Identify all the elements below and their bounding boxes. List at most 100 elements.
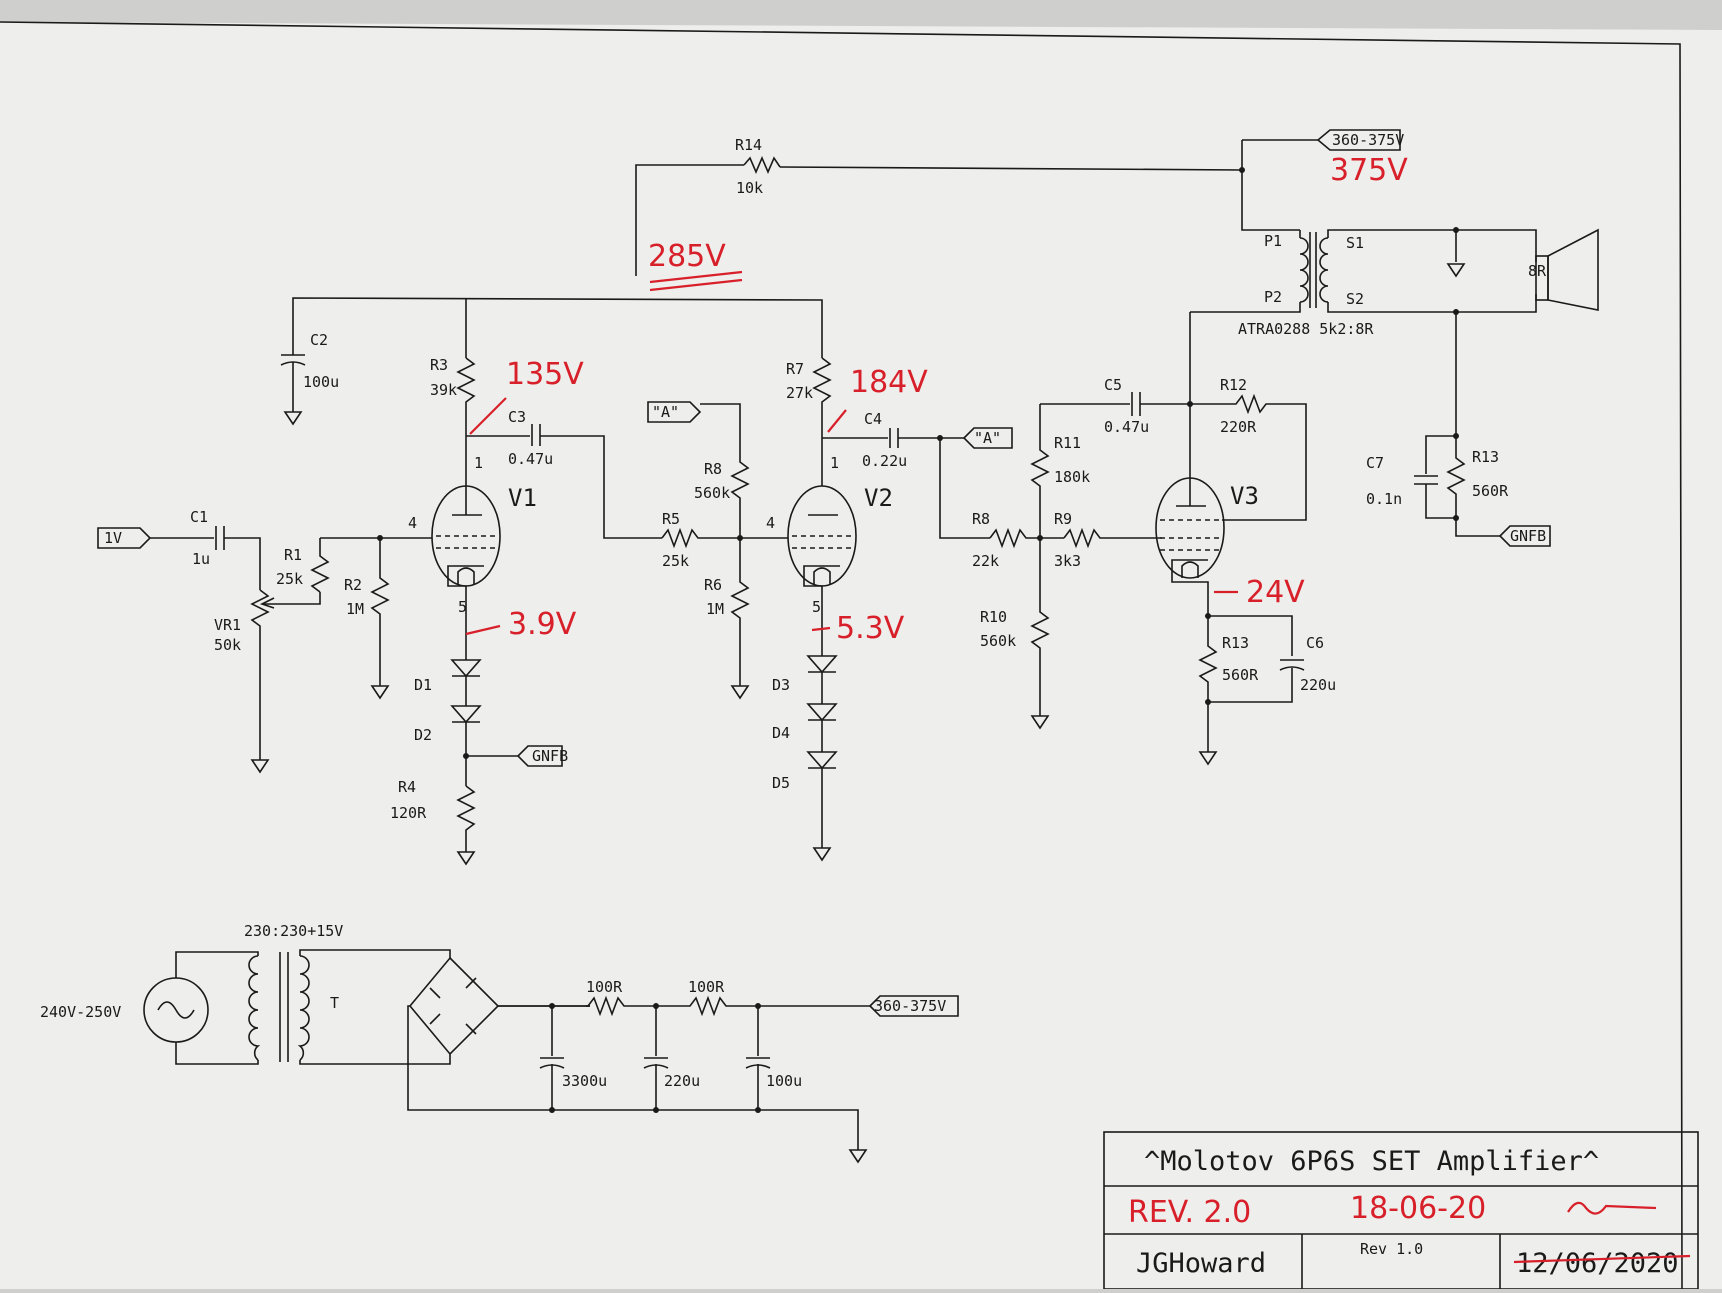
annotation-184v: 184V xyxy=(850,365,928,400)
handwritten-annotations: 375V 285V 135V 184V 3.9V 5.3V 24V xyxy=(465,153,1408,646)
a-left-label: "A" xyxy=(652,403,679,421)
v2-pin-cathode: 5 xyxy=(812,598,821,616)
psu-c-a-label: 3300u xyxy=(562,1072,607,1090)
speaker-icon: 8R xyxy=(1528,228,1599,311)
r8a-ref: R8 xyxy=(704,460,722,478)
c4-value: 0.22u xyxy=(862,452,907,470)
title-block: ^Molotov 6P6S SET Amplifier^ REV. 2.0 18… xyxy=(1103,1131,1699,1290)
r8b-ref: R8 xyxy=(972,510,990,528)
s2-label: S2 xyxy=(1346,290,1364,308)
a-right-label: "A" xyxy=(974,429,1001,447)
capacitor-c4: C4 0.22u "A" xyxy=(822,410,1013,539)
c3-ref: C3 xyxy=(508,408,526,426)
annotation-24v: 24V xyxy=(1246,575,1305,610)
v1-pin-grid: 4 xyxy=(408,514,417,532)
power-supply: 240V-250V 230:230+15V T 100R 100R 360-37… xyxy=(40,922,959,1164)
v1-pin-cathode: 5 xyxy=(458,598,467,616)
c5-value: 0.47u xyxy=(1104,418,1149,436)
r6-ref: R6 xyxy=(704,576,722,594)
vr1-ref: VR1 xyxy=(214,616,241,634)
c5-ref: C5 xyxy=(1104,376,1122,394)
r2-ref: R2 xyxy=(344,576,362,594)
r10-value: 560k xyxy=(980,632,1016,650)
r8b-value: 22k xyxy=(972,552,999,570)
vr1-value: 50k xyxy=(214,636,241,654)
transformer-label: 230:230+15V xyxy=(244,922,343,940)
supply-top-label: 360-375V xyxy=(1316,129,1404,151)
paper xyxy=(0,22,1722,1289)
annotation-375v: 375V xyxy=(1330,153,1408,188)
v2-pin-anode: 1 xyxy=(830,454,839,472)
resistor-r14: R14 10k xyxy=(735,136,781,197)
c4-ref: C4 xyxy=(864,410,882,428)
transformer-ref: T xyxy=(330,994,339,1012)
d5-ref: D5 xyxy=(772,774,790,792)
r5-ref: R5 xyxy=(662,510,680,528)
tube-v1: V1 1 4 5 xyxy=(380,436,537,660)
resistor-r7: R7 27k xyxy=(786,357,832,486)
r13a-value: 560R xyxy=(1222,666,1259,684)
r6-value: 1M xyxy=(706,600,724,618)
v2-pin-grid: 4 xyxy=(766,514,775,532)
d1-ref: D1 xyxy=(414,676,432,694)
gnfb-v1-label: GNFB xyxy=(532,747,568,765)
r1-ref: R1 xyxy=(284,546,302,564)
capacitor-c2: C2 100u xyxy=(280,331,339,426)
p1-label: P1 xyxy=(1264,232,1282,250)
sheet-border xyxy=(0,21,1683,1290)
feedback-network: GNFB R13 560R C7 0.1n xyxy=(1366,312,1551,547)
v3-cathode-network: R13 560R C6 220u xyxy=(1198,613,1336,766)
psu-c-c-label: 100u xyxy=(766,1072,802,1090)
r9-ref: R9 xyxy=(1054,510,1072,528)
p2-label: P2 xyxy=(1264,288,1282,306)
r14-value: 10k xyxy=(736,179,763,197)
otx-label: ATRA0288 5k2:8R xyxy=(1238,320,1374,338)
r7-ref: R7 xyxy=(786,360,804,378)
r10-ref: R10 xyxy=(980,608,1007,626)
r2-value: 1M xyxy=(346,600,364,618)
title-block-title: ^Molotov 6P6S SET Amplifier^ xyxy=(1144,1146,1599,1177)
mains-label: 240V-250V xyxy=(40,1003,121,1021)
d2-ref: D2 xyxy=(414,726,432,744)
title-block-rev-handwritten: REV. 2.0 xyxy=(1128,1195,1251,1230)
psu-r-b-label: 100R xyxy=(688,978,725,996)
c7-value: 0.1n xyxy=(1366,490,1402,508)
speaker-label: 8R xyxy=(1528,262,1547,280)
capacitor-c3: C3 0.47u xyxy=(466,408,662,539)
r13b-ref: R13 xyxy=(1472,448,1499,466)
annotation-3-9v: 3.9V xyxy=(508,607,577,642)
v1-label: V1 xyxy=(508,484,537,512)
d3-ref: D3 xyxy=(772,676,790,694)
c3-value: 0.47u xyxy=(508,450,553,468)
title-block-date-printed: 12/06/2020 xyxy=(1516,1248,1679,1279)
annotation-5-3v: 5.3V xyxy=(836,611,905,646)
c1-value: 1u xyxy=(192,550,210,568)
supply-top-net: 360-375V xyxy=(1332,131,1404,149)
c7-ref: C7 xyxy=(1366,454,1384,472)
gnfb-out-label: GNFB xyxy=(1510,527,1546,545)
interstage-network: R5 25k "A" R8 560k R6 1M xyxy=(647,401,750,700)
v2-cathode-string: D3 D4 D5 xyxy=(772,655,838,862)
r7-value: 27k xyxy=(786,384,813,402)
r1-value: 25k xyxy=(276,570,303,588)
annotation-135v: 135V xyxy=(506,357,584,392)
title-block-date-handwritten: 18-06-20 xyxy=(1350,1191,1486,1226)
r12-ref: R12 xyxy=(1220,376,1247,394)
psu-r-a-label: 100R xyxy=(586,978,623,996)
v3-label: V3 xyxy=(1230,482,1259,510)
d4-ref: D4 xyxy=(772,724,790,742)
r11-ref: R11 xyxy=(1054,434,1081,452)
annotation-285v: 285V xyxy=(648,239,726,274)
r9-value: 3k3 xyxy=(1054,552,1081,570)
c1-ref: C1 xyxy=(190,508,208,526)
c2-value: 100u xyxy=(303,373,339,391)
r4-ref: R4 xyxy=(398,778,416,796)
output-transformer: P1 P2 S1 S2 ATRA0288 5k2:8R xyxy=(1190,167,1537,338)
v1-pin-anode: 1 xyxy=(474,454,483,472)
r4-value: 120R xyxy=(390,804,427,822)
r3-ref: R3 xyxy=(430,356,448,374)
r3-value: 39k xyxy=(430,381,457,399)
c6-value: 220u xyxy=(1300,676,1336,694)
r5-value: 25k xyxy=(662,552,689,570)
